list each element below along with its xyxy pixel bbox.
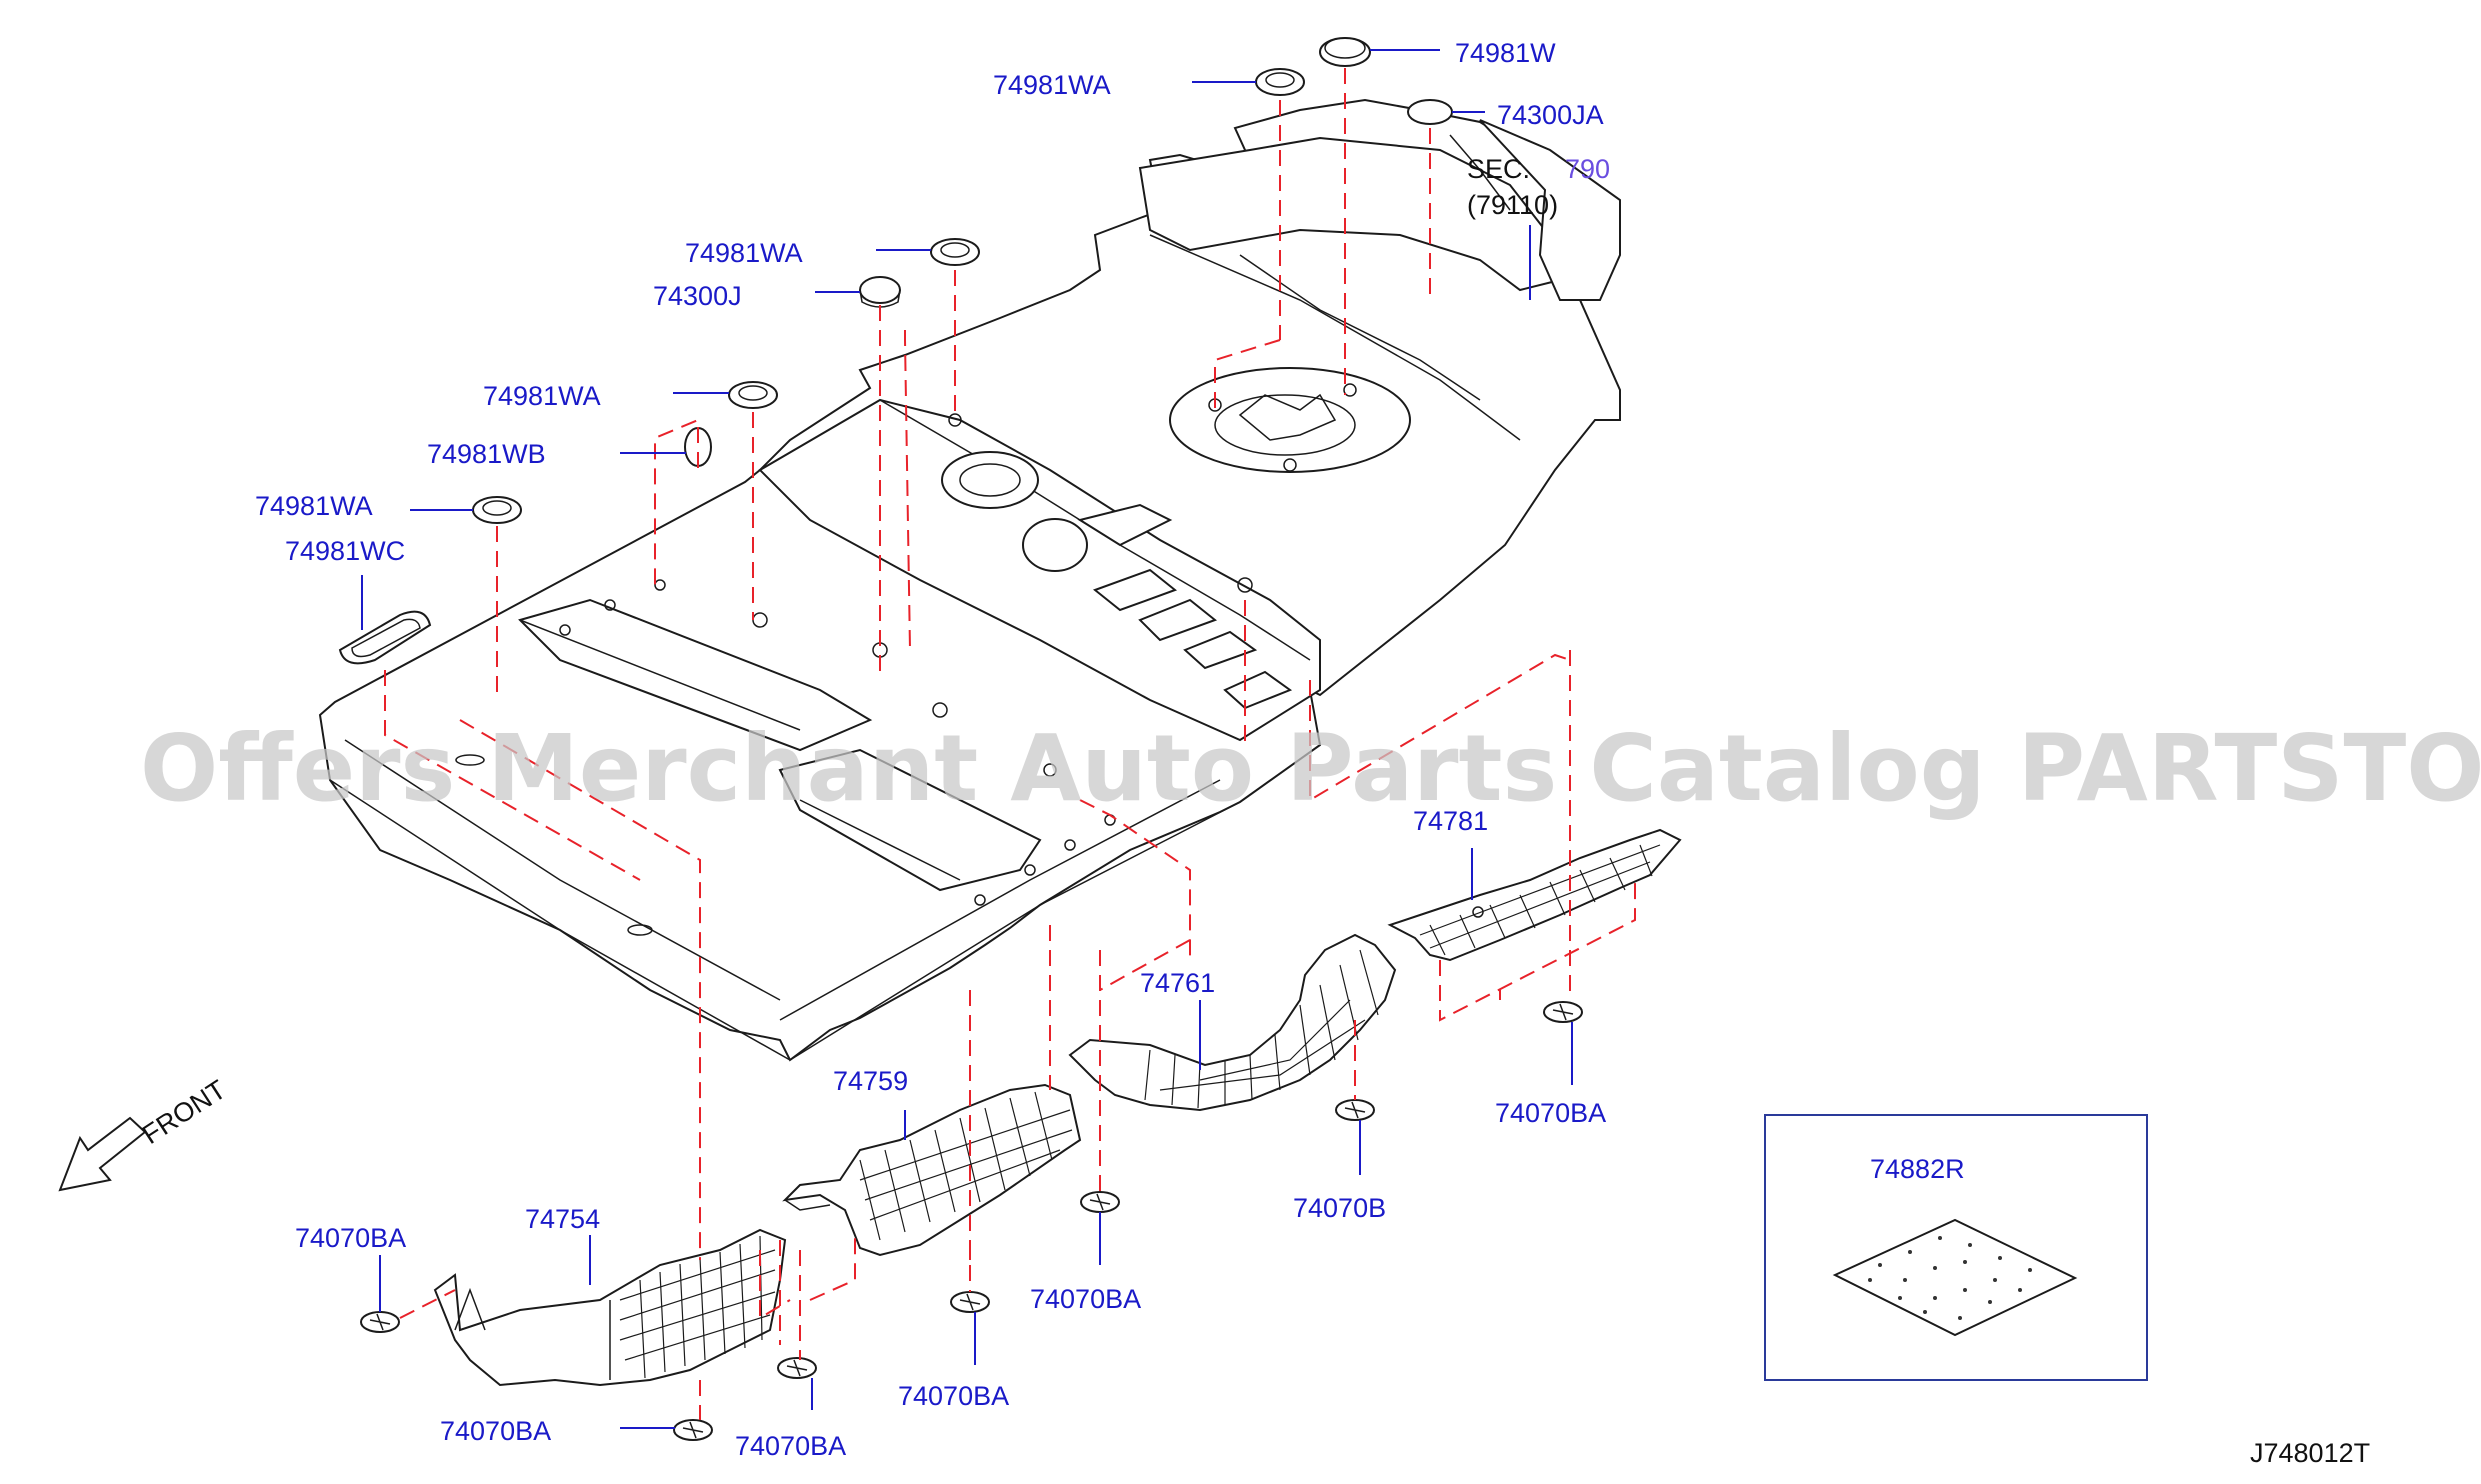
dashed-guides — [384, 68, 1636, 1420]
inset-box — [1764, 1114, 2148, 1381]
plug-74981WA-mid — [930, 238, 980, 266]
label-74882R: 74882R — [1870, 1154, 1965, 1184]
plug-74981W — [1319, 37, 1371, 67]
label-74754: 74754 — [525, 1204, 600, 1234]
part-labels: 74981W 74300JA 74981WA SEC. 790 (79110) … — [255, 38, 2370, 1468]
sec-sub: (79110) — [1467, 190, 1558, 220]
insulator-74754 — [433, 1228, 787, 1387]
plug-74981WC — [338, 610, 432, 665]
clip-5 — [360, 1311, 400, 1333]
plug-74981WA-left — [728, 381, 778, 409]
label-74070BA-d: 74070BA — [898, 1381, 1009, 1411]
label-74781: 74781 — [1413, 806, 1488, 836]
clip-2 — [1335, 1099, 1375, 1121]
label-74981WA-low: 74981WA — [255, 491, 373, 521]
label-74070BA-c: 74070BA — [295, 1223, 406, 1253]
label-74070B: 74070B — [1293, 1193, 1386, 1223]
label-74981W: 74981W — [1455, 38, 1556, 68]
plug-74300J — [859, 276, 901, 308]
label-74981WC: 74981WC — [285, 536, 405, 566]
plug-74981WA-top — [1255, 68, 1305, 96]
label-74981WA-left: 74981WA — [483, 381, 601, 411]
plug-74300JA — [1407, 99, 1453, 125]
clips — [360, 1001, 1583, 1441]
clip-1 — [1543, 1001, 1583, 1023]
insulator-74759 — [782, 1083, 1082, 1257]
front-label: FRONT — [137, 1074, 231, 1150]
sec-prefix: SEC. — [1467, 154, 1530, 184]
clip-3 — [1080, 1191, 1120, 1213]
clip-7 — [673, 1419, 713, 1441]
label-74759: 74759 — [833, 1066, 908, 1096]
label-74300JA: 74300JA — [1497, 100, 1604, 130]
leader-lines — [361, 49, 1573, 1429]
clip-4 — [950, 1291, 990, 1313]
plugs — [338, 37, 1453, 665]
label-74070BA-b: 74070BA — [1030, 1284, 1141, 1314]
insulator-74761 — [1068, 933, 1397, 1112]
watermark: Offers Merchant Auto Parts Catalog PARTS… — [140, 715, 2481, 822]
label-74981WB: 74981WB — [427, 439, 546, 469]
sec-number: 790 — [1565, 154, 1610, 184]
clip-6 — [777, 1357, 817, 1379]
label-74070BA-f: 74070BA — [735, 1431, 846, 1461]
label-74981WA-mid: 74981WA — [685, 238, 803, 268]
floor-panel — [318, 98, 1621, 1062]
label-74981WA-top: 74981WA — [993, 70, 1111, 100]
label-74300J: 74300J — [653, 281, 742, 311]
insulator-74781 — [1387, 828, 1682, 962]
label-74761: 74761 — [1140, 968, 1215, 998]
label-74070BA-e: 74070BA — [440, 1416, 551, 1446]
inset-dots — [1868, 1236, 2032, 1320]
label-74070BA-a: 74070BA — [1495, 1098, 1606, 1128]
front-arrow: FRONT — [58, 1074, 231, 1192]
plug-74981WA-low — [472, 496, 522, 524]
diagram-id: J748012T — [2250, 1438, 2370, 1468]
